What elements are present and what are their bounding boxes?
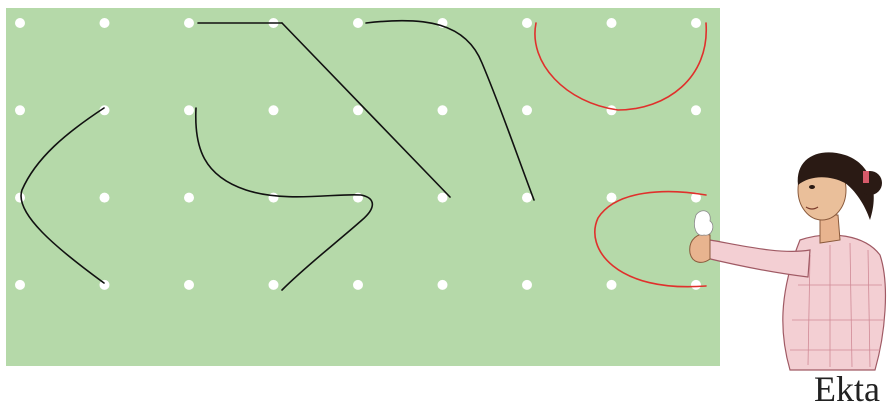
grid-dot <box>438 193 448 203</box>
grid-dot <box>353 18 363 28</box>
grid-dot <box>607 193 617 203</box>
caption-ekta: Ekta <box>804 368 890 410</box>
grid-dot <box>269 193 279 203</box>
dot-grid <box>15 18 701 290</box>
grid-dot <box>438 105 448 115</box>
grid-dot <box>522 18 532 28</box>
grid-dot <box>438 280 448 290</box>
girl-illustration <box>680 145 892 375</box>
grid-dot <box>522 105 532 115</box>
girl-arm <box>702 240 810 277</box>
girl-figure <box>680 145 892 375</box>
grid-dot <box>607 18 617 28</box>
grid-dot <box>691 18 701 28</box>
grid-dot <box>15 105 25 115</box>
grid-dot <box>522 280 532 290</box>
grid-dot <box>691 105 701 115</box>
grid-dot <box>15 280 25 290</box>
grid-dot <box>269 105 279 115</box>
grid-dot <box>15 193 25 203</box>
hair-bun <box>858 171 882 195</box>
grid-dot <box>184 105 194 115</box>
grid-dot <box>100 193 110 203</box>
girl-hand <box>690 234 710 262</box>
grid-dot <box>269 280 279 290</box>
curve-hook <box>196 108 373 290</box>
green-dot-board <box>6 8 720 366</box>
grid-dot <box>353 280 363 290</box>
girl-eye <box>809 185 815 189</box>
board-drawing <box>6 8 720 366</box>
grid-dot <box>100 18 110 28</box>
grid-dot <box>184 280 194 290</box>
grid-dot <box>522 193 532 203</box>
grid-dot <box>184 193 194 203</box>
curve-s-bend <box>366 21 534 200</box>
hair-ribbon <box>863 171 869 183</box>
grid-dot <box>184 18 194 28</box>
grid-dot <box>607 280 617 290</box>
curve-diagonal <box>282 23 450 197</box>
grid-dot <box>353 105 363 115</box>
curve-left-chevron <box>21 108 104 283</box>
curve-red-u <box>535 23 706 110</box>
duster-icon <box>694 211 712 236</box>
grid-dot <box>15 18 25 28</box>
